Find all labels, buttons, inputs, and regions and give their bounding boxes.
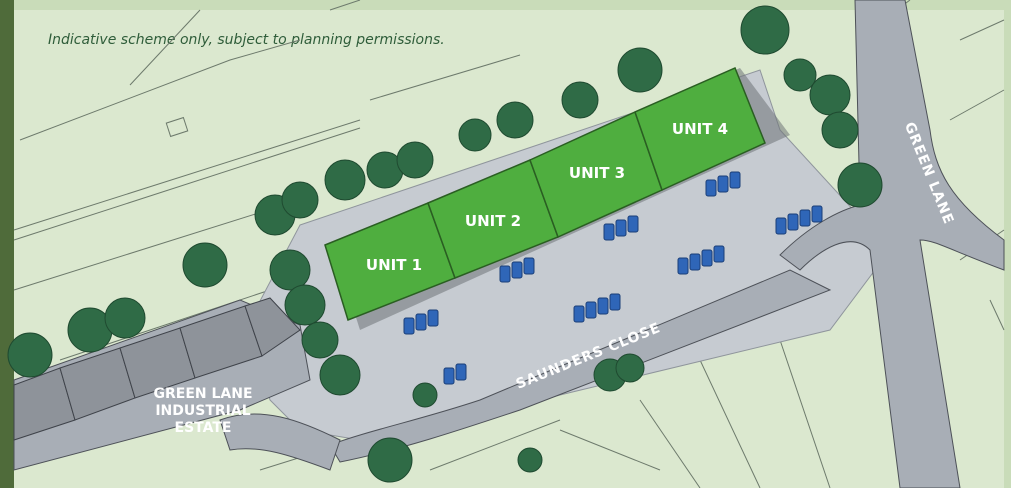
- estate-label-line2: INDUSTRIAL: [155, 403, 250, 419]
- unit-2-label: UNIT 2: [465, 212, 521, 230]
- unit-4-label: UNIT 4: [672, 120, 728, 138]
- unit-3-label: UNIT 3: [569, 164, 625, 182]
- estate-label-line3: ESTATE: [175, 420, 232, 436]
- green-lane-road: [779, 0, 1005, 488]
- estate-buildings: [13, 297, 301, 441]
- left-photo-edge: [0, 0, 14, 488]
- parking-bays: [403, 171, 823, 385]
- estate-access-road: [219, 413, 341, 471]
- estate-label-line1: GREEN LANE: [153, 386, 252, 402]
- unit-4-building: [634, 67, 766, 192]
- disclaimer-note: Indicative scheme only, subject to plann…: [48, 32, 445, 48]
- unit-1-label: UNIT 1: [366, 256, 422, 274]
- right-edge: [1004, 0, 1011, 488]
- trees: [7, 5, 883, 483]
- top-band: [0, 0, 1011, 10]
